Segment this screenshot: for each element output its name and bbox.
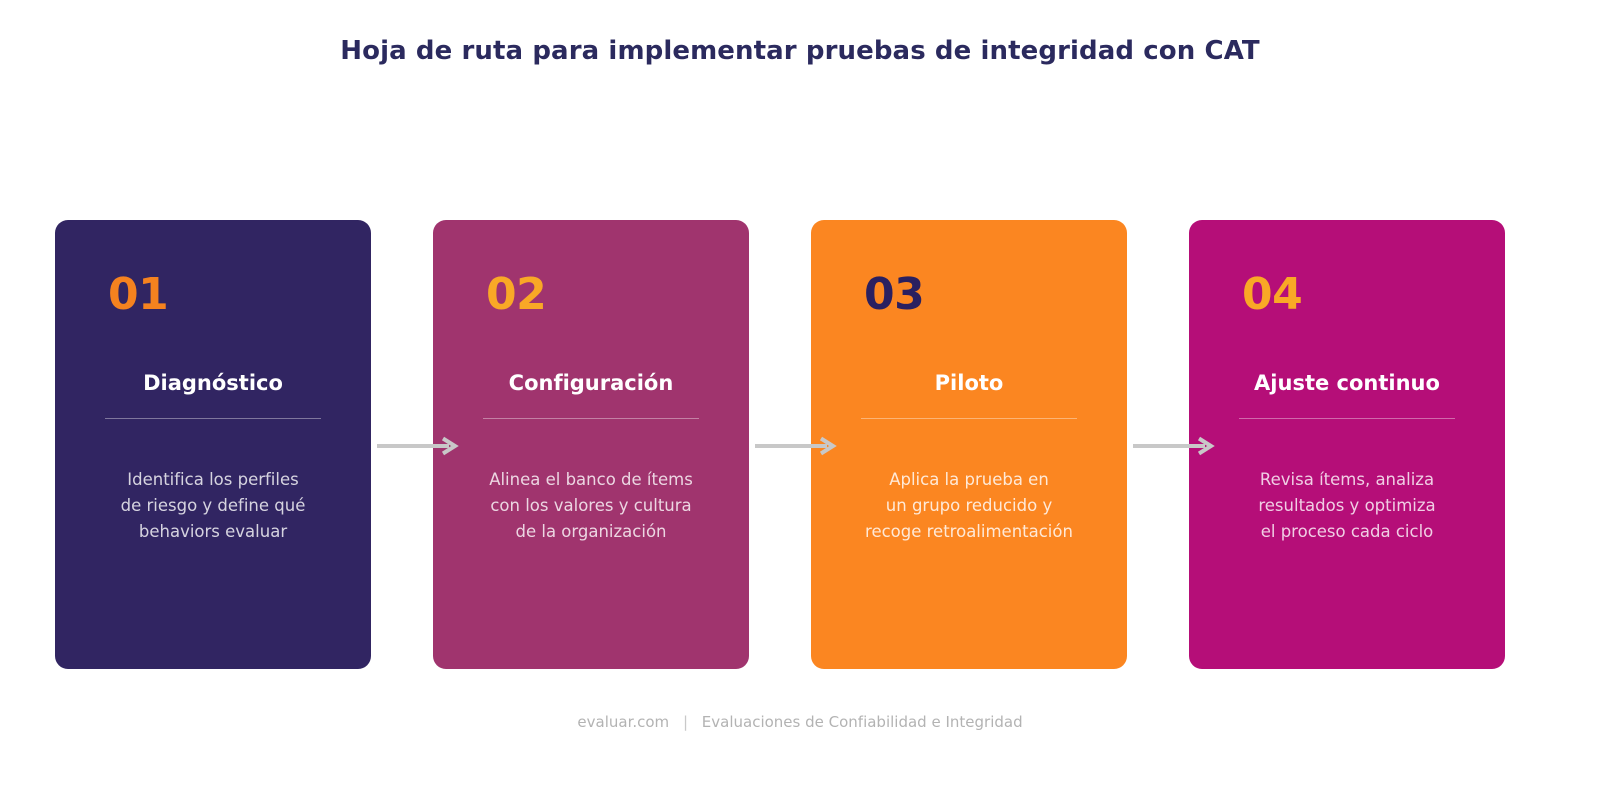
step-description-line: behaviors evaluar xyxy=(138,522,288,542)
step-number: 03 xyxy=(864,269,925,320)
step-title: Piloto xyxy=(934,371,1004,395)
step-description-line: un grupo reducido y xyxy=(885,496,1053,516)
step-description: Alinea el banco de ítems con los valores… xyxy=(465,467,717,545)
footer-site: evaluar.com xyxy=(577,713,670,731)
step-title: Diagnóstico xyxy=(143,371,283,395)
step-description-line: con los valores y cultura xyxy=(490,496,692,516)
footer-separator: | xyxy=(682,713,689,731)
step-description-line: Revisa ítems, analiza xyxy=(1259,470,1435,490)
step-description-line: el proceso cada ciclo xyxy=(1260,522,1434,542)
step-description-line: de riesgo y define qué xyxy=(120,496,306,516)
step-description: Aplica la prueba en un grupo reducido y … xyxy=(843,467,1095,545)
step-number: 02 xyxy=(486,269,547,320)
arrow-right-icon xyxy=(1131,436,1219,456)
footer: evaluar.com | Evaluaciones de Confiabili… xyxy=(0,713,1600,731)
roadmap-steps: 01 Diagnóstico Identifica los perfiles d… xyxy=(55,220,1505,669)
step-description: Revisa ítems, analiza resultados y optim… xyxy=(1221,467,1473,545)
step-card-03: 03 Piloto Aplica la prueba en un grupo r… xyxy=(811,220,1127,669)
footer-tagline: Evaluaciones de Confiabilidad e Integrid… xyxy=(701,713,1023,731)
step-card-01: 01 Diagnóstico Identifica los perfiles d… xyxy=(55,220,371,669)
step-description: Identifica los perfiles de riesgo y defi… xyxy=(87,467,339,545)
step-description-line: Aplica la prueba en xyxy=(889,470,1049,490)
step-description-line: resultados y optimiza xyxy=(1258,496,1436,516)
arrow-right-icon xyxy=(375,436,463,456)
step-title: Ajuste continuo xyxy=(1254,371,1440,395)
step-description-line: Identifica los perfiles xyxy=(127,470,299,490)
step-card-04: 04 Ajuste continuo Revisa ítems, analiza… xyxy=(1189,220,1505,669)
step-number: 01 xyxy=(108,269,169,320)
step-number: 04 xyxy=(1242,269,1303,320)
step-divider xyxy=(1239,418,1455,420)
step-card-02: 02 Configuración Alinea el banco de ítem… xyxy=(433,220,749,669)
step-divider xyxy=(483,418,699,420)
step-description-line: de la organización xyxy=(515,522,667,542)
step-description-line: Alinea el banco de ítems xyxy=(489,470,693,490)
page-title: Hoja de ruta para implementar pruebas de… xyxy=(340,36,1260,66)
step-description-line: recoge retroalimentación xyxy=(865,522,1073,542)
step-divider xyxy=(105,418,321,420)
step-title: Configuración xyxy=(508,371,674,395)
arrow-right-icon xyxy=(753,436,841,456)
step-divider xyxy=(861,418,1077,420)
